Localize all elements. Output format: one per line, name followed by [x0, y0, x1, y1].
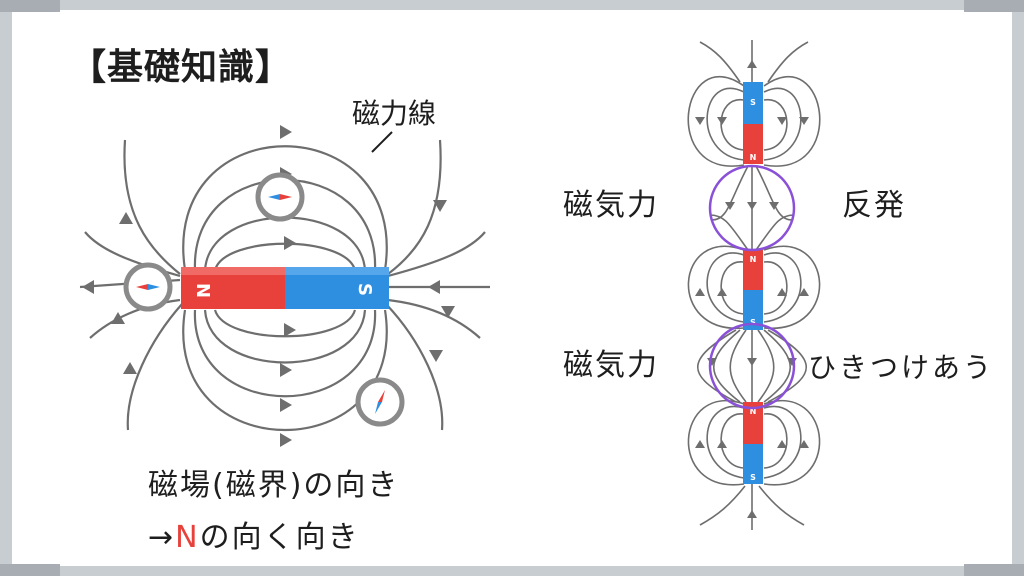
n-pole-letter: N [175, 520, 200, 555]
whiteboard [12, 10, 1012, 566]
attract-highlight-circle [708, 322, 796, 410]
magnet-label: S [750, 473, 756, 482]
n-direction-label: →Nの向く向き [148, 512, 360, 556]
magnet-n-label: N [192, 283, 213, 298]
magnetic-force-label-2: 磁気力 [563, 348, 659, 383]
field-direction-label: 磁場(磁界)の向き [148, 468, 400, 503]
repel-highlight-circle [708, 164, 796, 252]
compass-icon [355, 377, 405, 427]
field-lines-main [79, 139, 490, 432]
repel-label: 反発 [842, 188, 906, 223]
magnetic-force-label-1: 磁気力 [563, 188, 659, 223]
magnet-label: S [750, 98, 756, 107]
field-line-label: 磁力線 [352, 97, 437, 130]
page-title: 【基礎知識】 [70, 47, 293, 88]
label-leader-line [371, 131, 393, 153]
magnet-label: S [750, 318, 756, 327]
magnet-label: N [750, 407, 757, 416]
compass-icon [123, 262, 173, 312]
bar-magnet-right-1: S N [743, 82, 763, 164]
bar-magnet-right-3: N S [743, 402, 763, 484]
magnet-label: N [750, 153, 757, 162]
arrow-icon: → [148, 520, 176, 555]
bar-magnet-right-2: N S [743, 250, 763, 330]
magnet-s-label: S [354, 283, 375, 296]
n-direction-text: の向く向き [199, 520, 360, 555]
magnet-label: N [750, 255, 757, 264]
bar-magnet-main: N S [181, 267, 389, 309]
compass-icon [255, 172, 305, 222]
attract-label: ひきつけあう [808, 351, 995, 384]
